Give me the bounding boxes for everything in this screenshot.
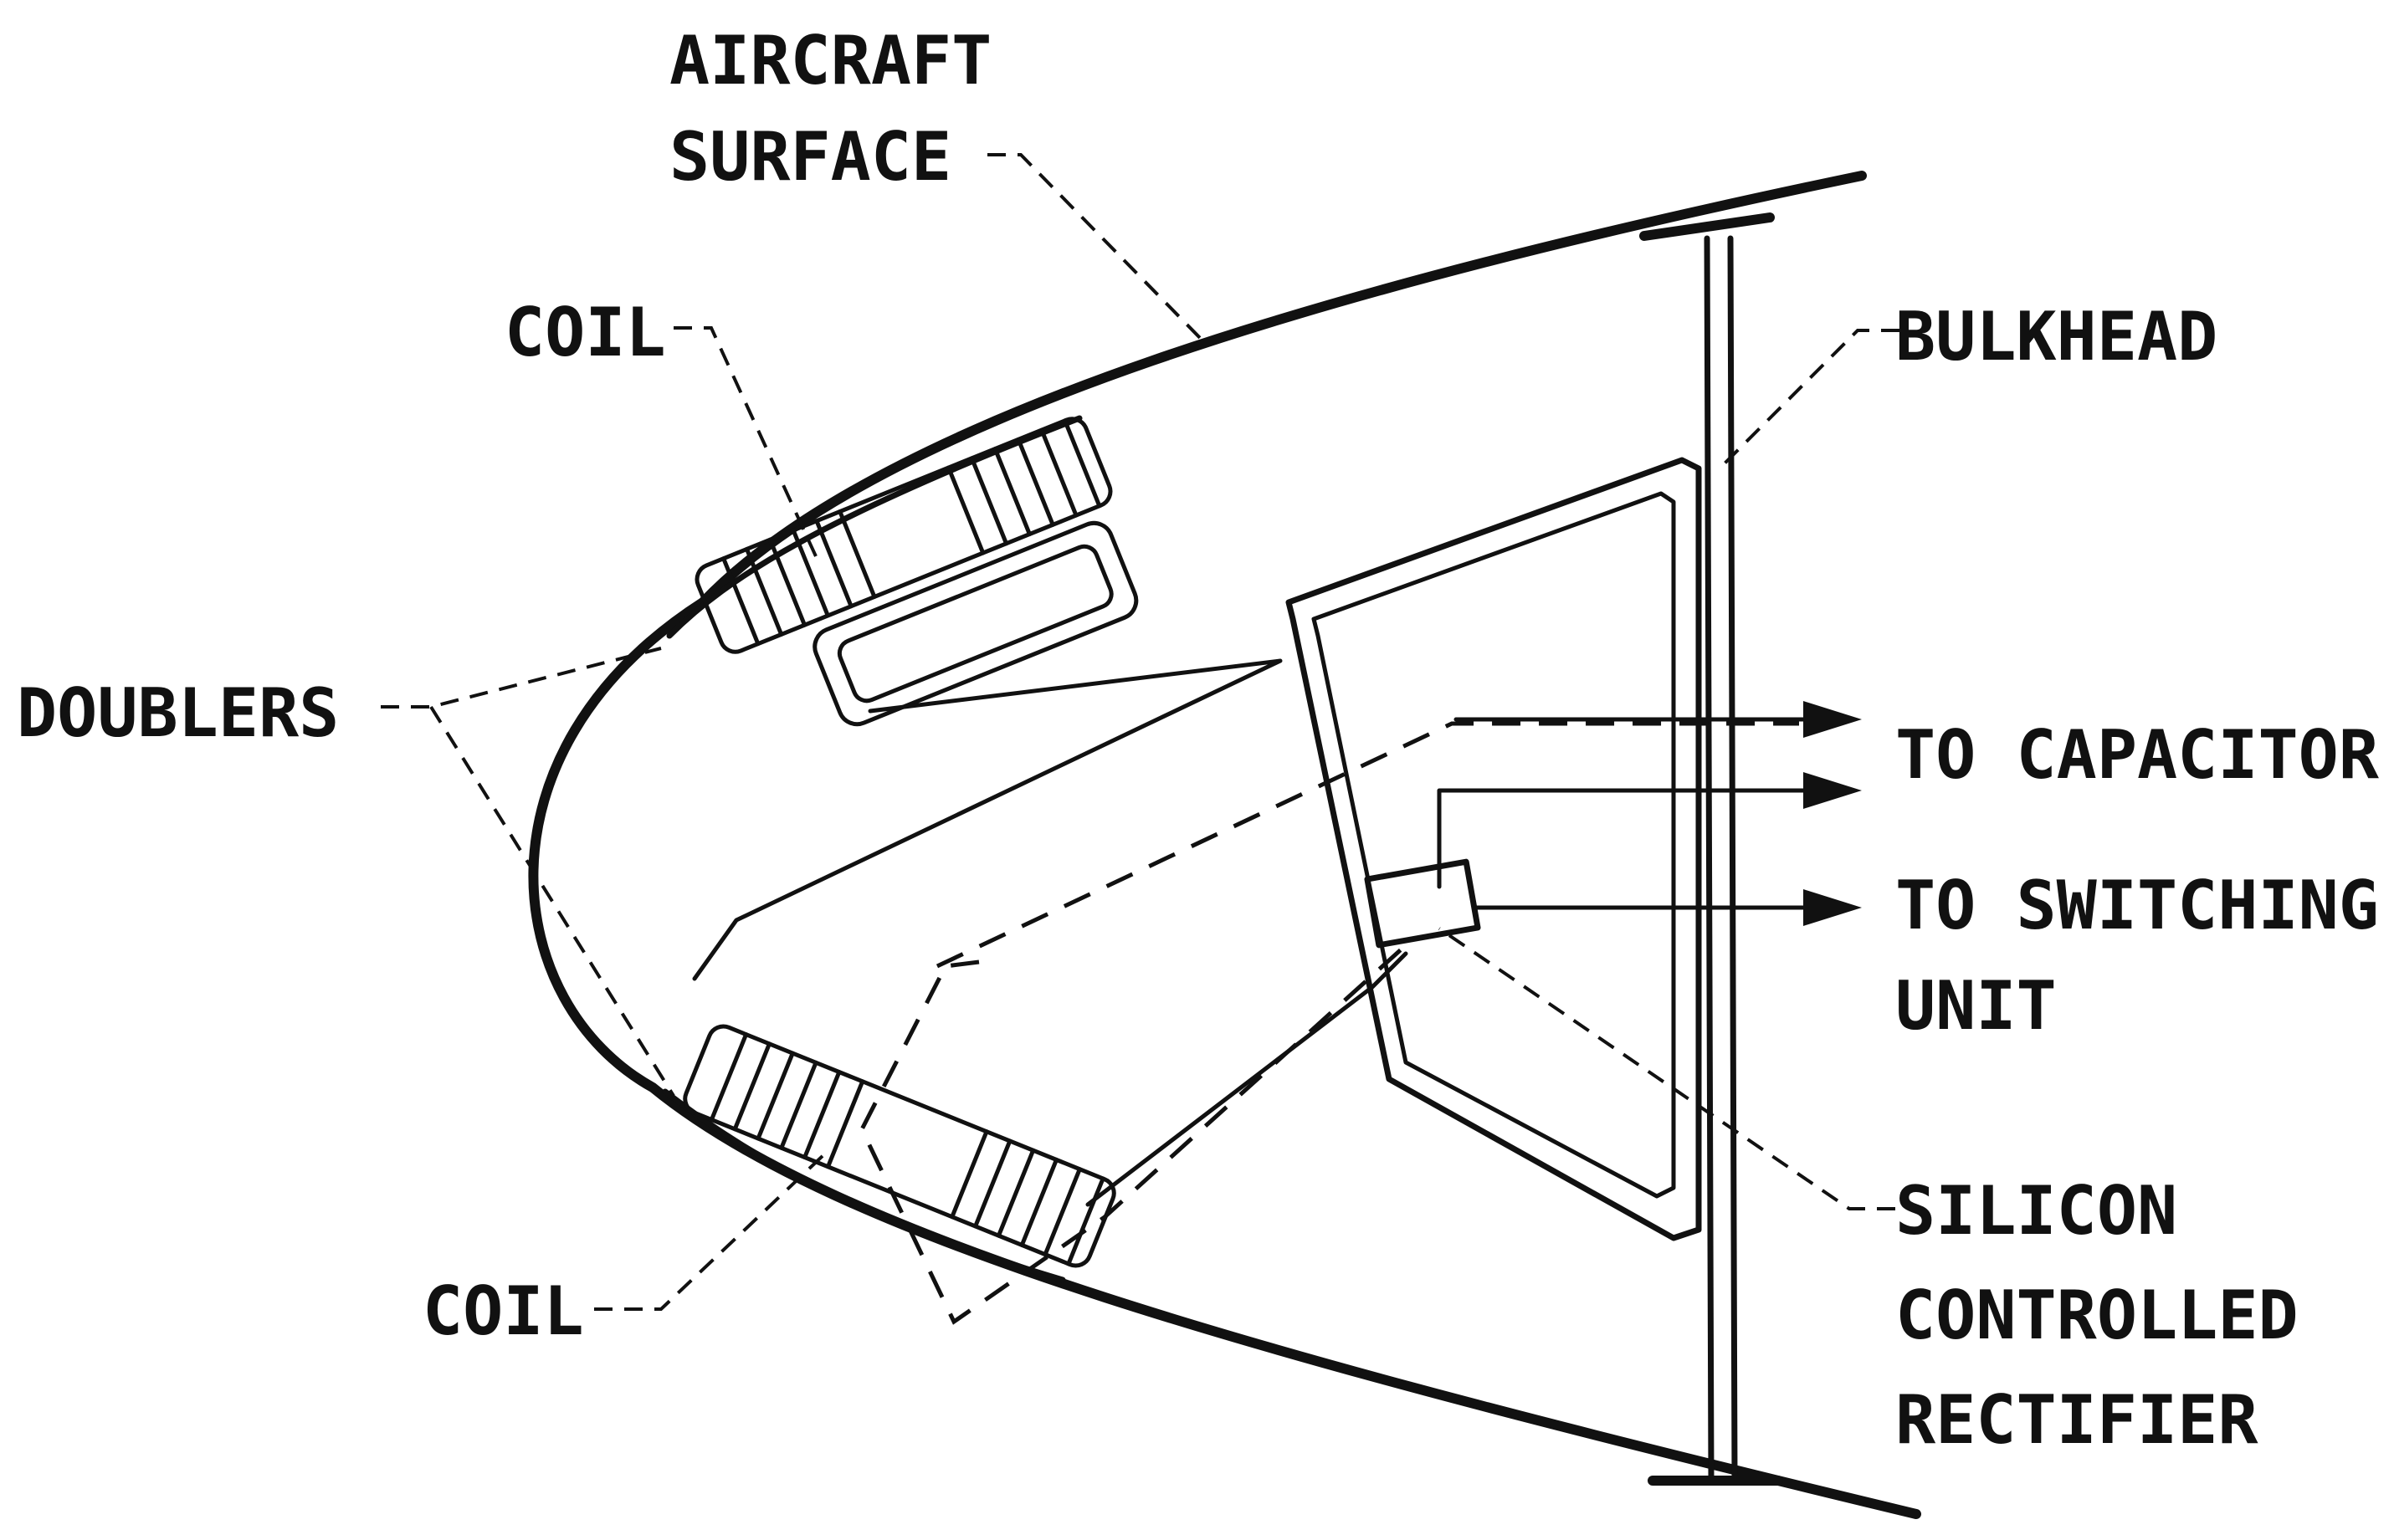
wire-to-switching bbox=[859, 944, 1407, 1325]
leader-coil-bottom bbox=[594, 1153, 826, 1311]
aircraft-surface-outline bbox=[528, 171, 1921, 1519]
internal-support-lower bbox=[1085, 951, 1408, 1207]
upper-coil bbox=[695, 417, 1139, 727]
capacitor-return-arrow bbox=[1437, 772, 1862, 889]
label-scr-3: RECTIFIER bbox=[1895, 1381, 2258, 1459]
leader-bulkhead bbox=[1718, 329, 1899, 470]
label-bulkhead: BULKHEAD bbox=[1895, 298, 2217, 376]
label-aircraft-surface-1: AIRCRAFT bbox=[669, 22, 992, 100]
lower-coil bbox=[683, 1024, 1116, 1268]
leader-doublers-upper bbox=[381, 647, 662, 709]
leader-coil-top bbox=[674, 326, 818, 557]
label-coil-bottom: COIL bbox=[423, 1272, 584, 1350]
label-aircraft-surface-2: SURFACE bbox=[669, 118, 951, 196]
label-scr-2: CONTROLLED bbox=[1895, 1277, 2299, 1354]
scr-frame-outer bbox=[1285, 457, 1702, 1241]
label-to-switching-2: UNIT bbox=[1895, 967, 2057, 1045]
capacitor-arrow bbox=[1453, 701, 1862, 738]
scr-frame-inner bbox=[1311, 491, 1676, 1199]
bulkhead bbox=[1639, 212, 1783, 1486]
wire-to-capacitor bbox=[936, 721, 1799, 969]
label-scr-1: SILICON bbox=[1895, 1172, 2177, 1250]
lower-doubler bbox=[662, 1088, 1066, 1283]
leader-scr bbox=[1438, 927, 1895, 1210]
upper-doubler bbox=[666, 415, 1083, 639]
internal-support-upper bbox=[692, 658, 1283, 981]
leader-aircraft-surface bbox=[987, 153, 1207, 345]
switching-unit-arrow bbox=[1474, 889, 1862, 926]
label-doublers: DOUBLERS bbox=[17, 674, 339, 752]
scr-block bbox=[1364, 858, 1481, 949]
leader-doublers-lower bbox=[429, 705, 675, 1097]
label-coil-top: COIL bbox=[505, 294, 666, 371]
label-to-switching-1: TO SWITCHING bbox=[1895, 867, 2379, 944]
label-to-capacitor: TO CAPACITOR bbox=[1895, 716, 2380, 794]
